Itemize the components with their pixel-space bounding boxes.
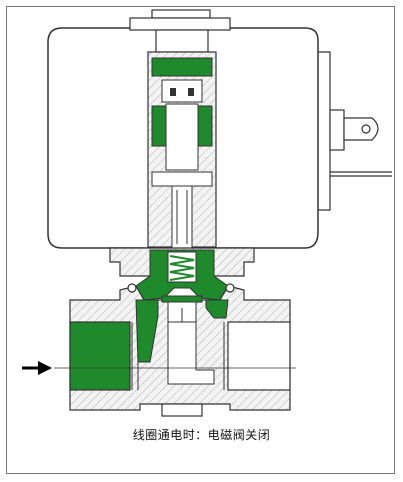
spring-chamber xyxy=(135,249,229,301)
diagram-caption: 线圈通电时：电磁阀关闭 xyxy=(132,428,271,442)
flow-arrow-icon xyxy=(22,361,52,375)
fixed-core xyxy=(151,57,213,147)
bottom-plug xyxy=(161,403,203,417)
terminal-connector xyxy=(329,109,392,177)
coil-housing-step xyxy=(318,51,331,211)
top-nut xyxy=(129,9,231,53)
inlet-port xyxy=(69,321,139,391)
diaphragm xyxy=(127,283,235,363)
central-orifice xyxy=(167,301,215,385)
outlet-port xyxy=(223,321,291,391)
